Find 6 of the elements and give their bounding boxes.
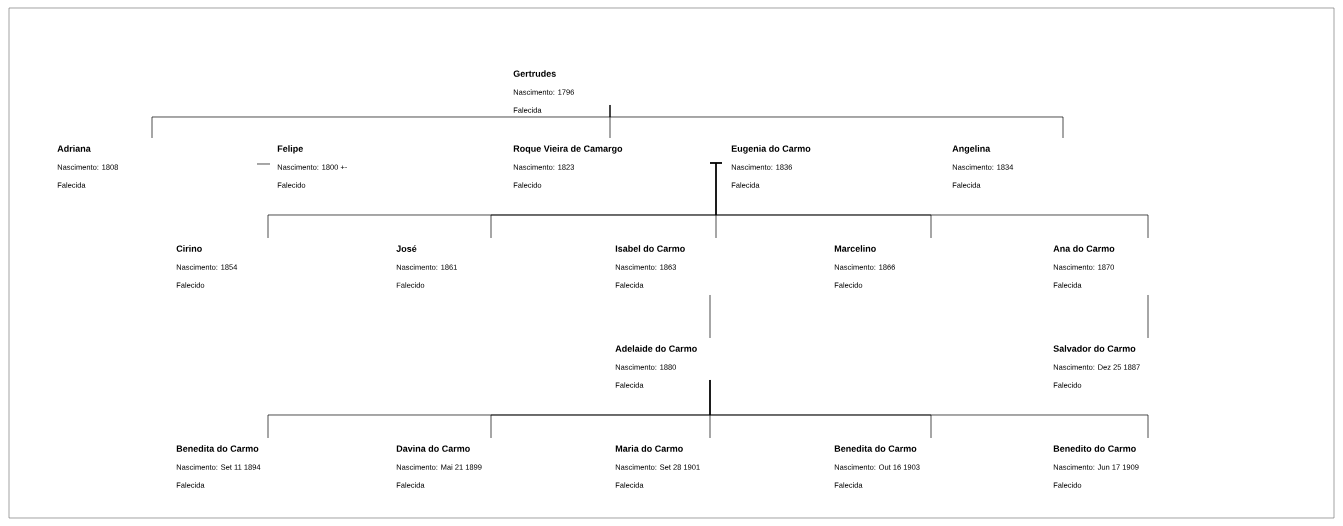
- connector-line: [609, 104, 1064, 139]
- connector-line: [709, 294, 711, 339]
- connector-line: [256, 163, 271, 165]
- connector-line: [709, 379, 1149, 439]
- connector-line: [709, 162, 1149, 239]
- connector-line: [1147, 294, 1149, 339]
